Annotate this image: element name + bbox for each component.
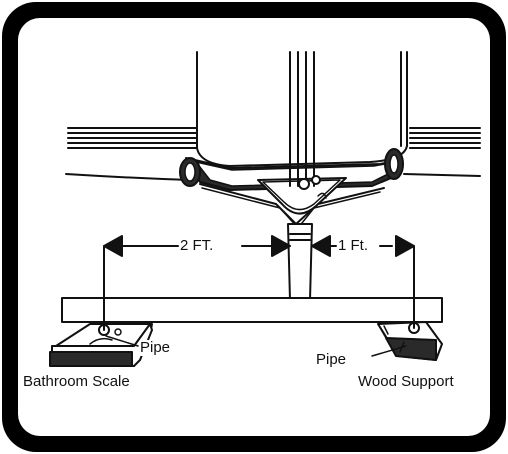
center-pipe <box>287 51 321 304</box>
dimension-label-right: 1 Ft. <box>338 237 369 254</box>
wood-support-label: Wood Support <box>358 373 454 390</box>
pipe-label-right: Pipe <box>316 351 347 368</box>
bathroom-scale-shape <box>49 323 153 367</box>
bathroom-scale-label: Bathroom Scale <box>23 373 130 390</box>
washer-tub <box>179 51 408 191</box>
wood-board <box>61 297 443 323</box>
wood-support-shape <box>371 321 443 361</box>
tub-rim-lines <box>65 127 481 181</box>
dimension-lines <box>103 235 415 331</box>
pipe-label-left: Pipe <box>140 339 171 356</box>
dimension-label-left: 2 FT. <box>180 237 214 254</box>
